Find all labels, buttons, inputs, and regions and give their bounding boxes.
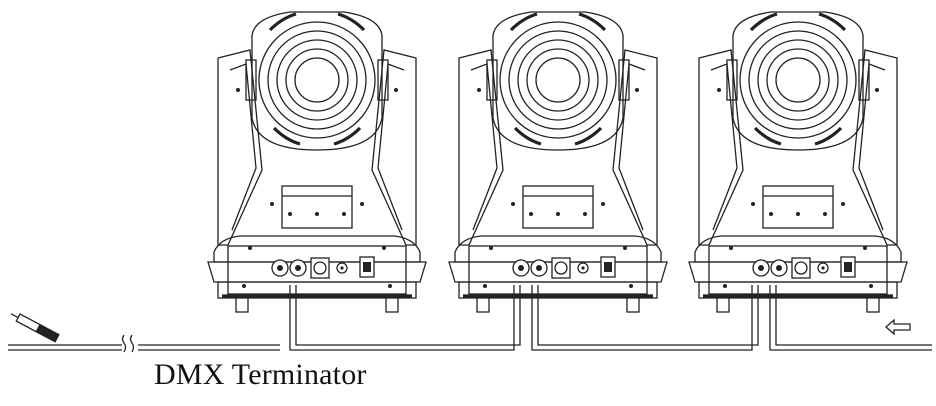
moving-head-fixture	[448, 11, 668, 313]
moving-head-fixture	[207, 11, 427, 313]
left-arrow-icon	[885, 318, 911, 336]
moving-head-fixture	[688, 11, 908, 313]
dmx-terminator-icon	[10, 313, 60, 343]
cable-break-icon	[121, 334, 135, 353]
fixtures-group	[207, 11, 908, 313]
dmx-cable	[8, 285, 932, 353]
dmx-terminator-label: DMX Terminator	[154, 358, 367, 391]
